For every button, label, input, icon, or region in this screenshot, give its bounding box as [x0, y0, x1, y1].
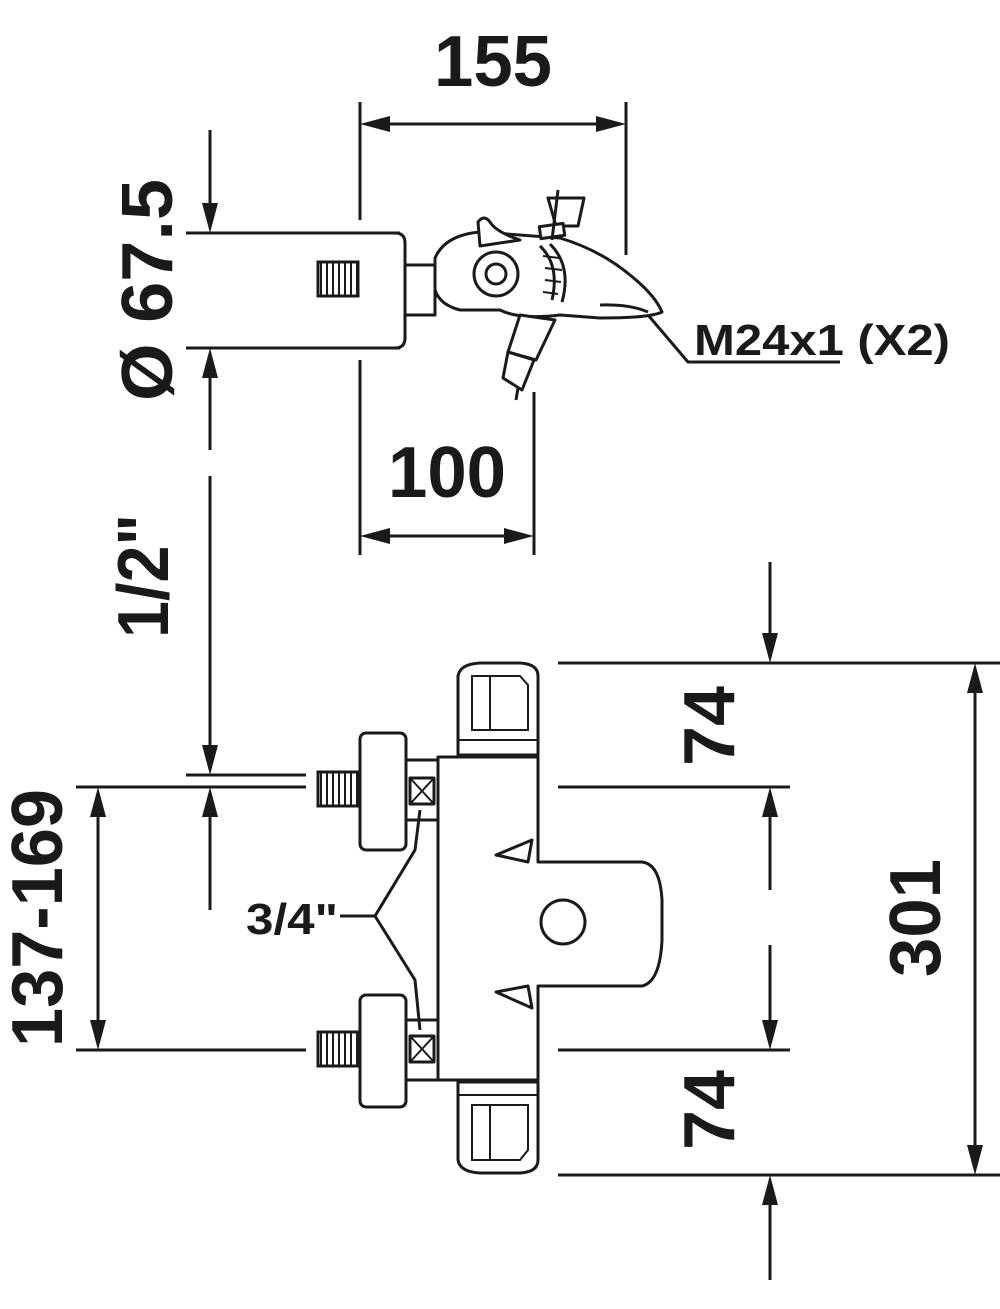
dim-diameter-label: Ø 67.5 — [108, 179, 188, 401]
top-view — [186, 102, 840, 555]
dim-body-height-label: 301 — [876, 859, 956, 977]
thread-callout-label: M24x1 (X2) — [694, 316, 950, 365]
dim-top-width-label: 155 — [434, 22, 552, 102]
dim-inlet-spacing-label: 137-169 — [0, 789, 78, 1047]
connector-callout-label: 3/4" — [246, 895, 338, 944]
front-view — [76, 562, 1000, 1280]
dim-inlet-pipe-label: 1/2" — [104, 514, 184, 638]
inlet-pipe-dimension — [186, 476, 306, 910]
dim-lower-cap-label: 74 — [670, 1070, 750, 1150]
dim-upper-cap-label: 74 — [670, 686, 750, 766]
dim-projection-label: 100 — [388, 433, 506, 513]
